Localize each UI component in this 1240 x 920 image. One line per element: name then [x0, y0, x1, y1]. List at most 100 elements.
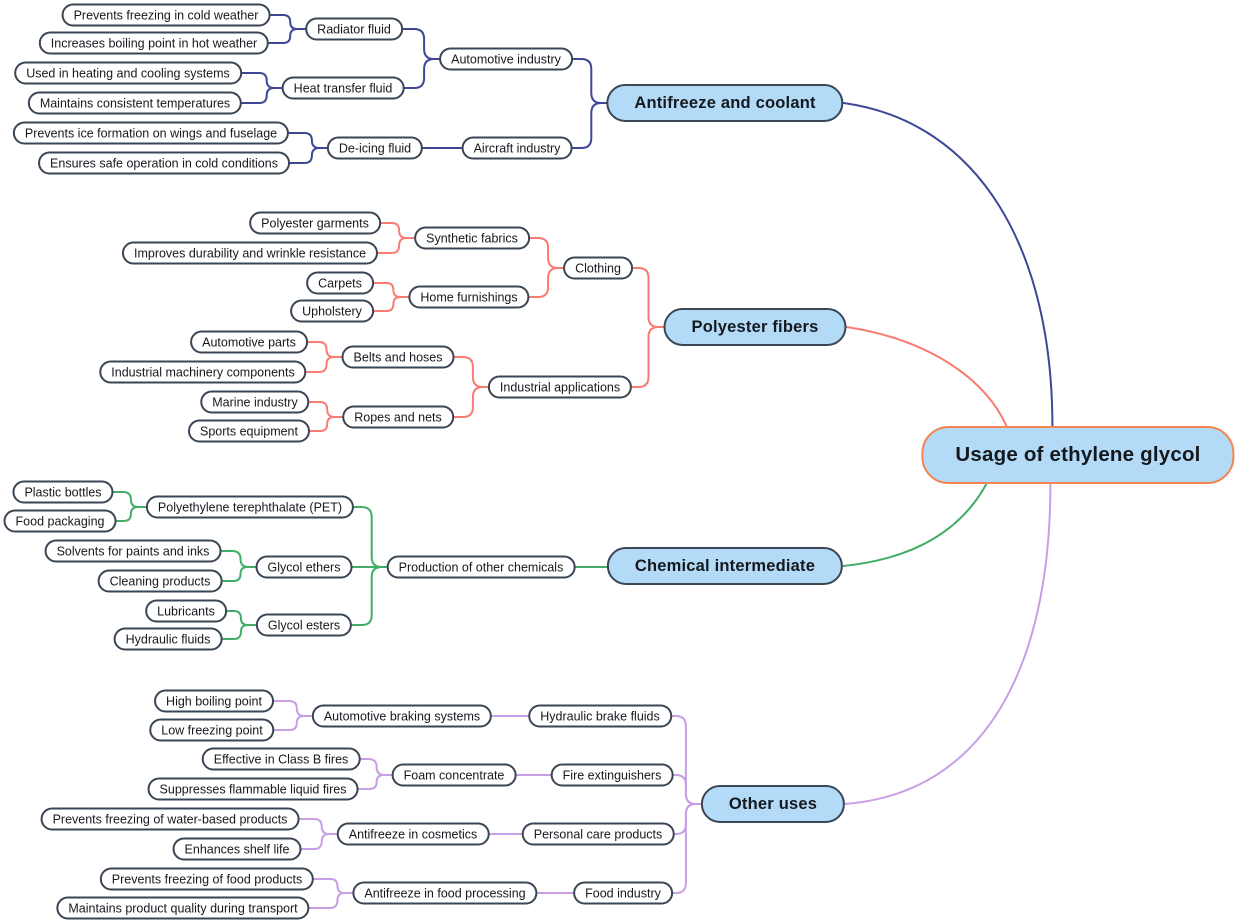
topic-automotive-parts[interactable]: Automotive parts: [190, 330, 308, 354]
topic-industrial-machinery-components[interactable]: Industrial machinery components: [99, 360, 307, 384]
connector-prevents-freezing-of-food-products-to-antifreeze-in-food-processing: [313, 878, 354, 894]
connector-plastic-bottles-to-polyethylene-terephthalate-pet: [112, 491, 147, 508]
connector-carpets-to-home-furnishings: [372, 282, 410, 298]
connector-hydraulic-fluids-to-glycol-esters: [221, 624, 257, 640]
connector-cleaning-products-to-glycol-ethers: [221, 566, 257, 582]
root-topic-usage-of-ethylene-glycol[interactable]: Usage of ethylene glycol: [921, 426, 1235, 484]
topic-hydraulic-brake-fluids[interactable]: Hydraulic brake fluids: [528, 704, 672, 728]
connector-ensures-safe-operation-in-cold-conditions-to-de-icing-fluid: [289, 147, 328, 164]
topic-prevents-freezing-of-water-based-products[interactable]: Prevents freezing of water-based product…: [40, 807, 300, 831]
connector-increases-boiling-point-in-hot-weather-to-radiator-fluid: [268, 28, 307, 44]
topic-glycol-esters[interactable]: Glycol esters: [255, 613, 353, 637]
topic-cleaning-products[interactable]: Cleaning products: [97, 569, 223, 593]
connector-synthetic-fabrics-to-clothing: [528, 237, 565, 269]
topic-improves-durability-and-wrinkle-resistance[interactable]: Improves durability and wrinkle resistan…: [121, 241, 379, 265]
topic-personal-care-products[interactable]: Personal care products: [521, 822, 675, 846]
connector-polyester-garments-to-synthetic-fabrics: [379, 222, 416, 239]
topic-de-icing-fluid[interactable]: De-icing fluid: [326, 136, 424, 160]
branch-topic-polyester-fibers[interactable]: Polyester fibers: [663, 308, 847, 346]
connector-home-furnishings-to-clothing: [528, 267, 565, 298]
topic-polyethylene-terephthalate-pet[interactable]: Polyethylene terephthalate (PET): [145, 495, 355, 519]
connector-food-packaging-to-polyethylene-terephthalate-pet: [115, 506, 147, 522]
connector-suppresses-flammable-liquid-fires-to-foam-concentrate: [357, 774, 393, 790]
connector-maintains-product-quality-during-transport-to-antifreeze-in-food-processing: [308, 892, 354, 909]
topic-foam-concentrate[interactable]: Foam concentrate: [391, 763, 517, 787]
connector-used-in-heating-and-cooling-systems-to-heat-transfer-fluid: [240, 72, 283, 89]
connector-improves-durability-and-wrinkle-resistance-to-synthetic-fabrics: [377, 237, 416, 254]
topic-fire-extinguishers[interactable]: Fire extinguishers: [550, 763, 674, 787]
topic-suppresses-flammable-liquid-fires[interactable]: Suppresses flammable liquid fires: [147, 777, 359, 801]
topic-sports-equipment[interactable]: Sports equipment: [188, 419, 310, 443]
topic-carpets[interactable]: Carpets: [306, 271, 374, 295]
topic-solvents-for-paints-and-inks[interactable]: Solvents for paints and inks: [44, 539, 222, 563]
connector-solvents-for-paints-and-inks-to-glycol-ethers: [220, 550, 257, 568]
topic-used-in-heating-and-cooling-systems[interactable]: Used in heating and cooling systems: [14, 61, 242, 85]
topic-industrial-applications[interactable]: Industrial applications: [487, 375, 633, 399]
connector-chemical-intermediate-to-root: [842, 483, 988, 567]
connector-polyester-fibers-to-root: [845, 326, 1008, 427]
connector-marine-industry-to-ropes-and-nets: [308, 401, 344, 418]
topic-low-freezing-point[interactable]: Low freezing point: [149, 718, 275, 742]
connector-prevents-ice-formation-on-wings-and-fuselage-to-de-icing-fluid: [288, 132, 328, 149]
connector-industrial-machinery-components-to-belts-and-hoses: [305, 356, 343, 373]
topic-prevents-ice-formation-on-wings-and-fuselage[interactable]: Prevents ice formation on wings and fuse…: [12, 121, 290, 145]
topic-antifreeze-in-cosmetics[interactable]: Antifreeze in cosmetics: [336, 822, 490, 846]
topic-synthetic-fabrics[interactable]: Synthetic fabrics: [414, 226, 530, 250]
connector-heat-transfer-fluid-to-automotive-industry: [403, 58, 441, 89]
topic-high-boiling-point[interactable]: High boiling point: [154, 689, 274, 713]
topic-increases-boiling-point-in-hot-weather[interactable]: Increases boiling point in hot weather: [38, 31, 270, 55]
connector-other-uses-to-root: [844, 483, 1052, 805]
connector-glycol-esters-to-production-of-other-chemicals: [351, 566, 388, 626]
branch-topic-other-uses[interactable]: Other uses: [700, 785, 846, 823]
topic-polyester-garments[interactable]: Polyester garments: [249, 211, 381, 235]
connector-enhances-shelf-life-to-antifreeze-in-cosmetics: [300, 833, 338, 850]
topic-plastic-bottles[interactable]: Plastic bottles: [12, 480, 114, 504]
connector-prevents-freezing-of-water-based-products-to-antifreeze-in-cosmetics: [298, 818, 338, 835]
topic-automotive-industry[interactable]: Automotive industry: [439, 47, 573, 71]
topic-antifreeze-in-food-processing[interactable]: Antifreeze in food processing: [352, 881, 538, 905]
connector-hydraulic-brake-fluids-to-other-uses: [670, 715, 702, 805]
topic-aircraft-industry[interactable]: Aircraft industry: [461, 136, 573, 160]
topic-clothing[interactable]: Clothing: [563, 256, 633, 280]
topic-ensures-safe-operation-in-cold-conditions[interactable]: Ensures safe operation in cold condition…: [38, 151, 290, 175]
topic-effective-in-class-b-fires[interactable]: Effective in Class B fires: [201, 747, 361, 771]
topic-lubricants[interactable]: Lubricants: [145, 599, 227, 623]
topic-food-packaging[interactable]: Food packaging: [3, 509, 117, 533]
connector-personal-care-products-to-other-uses: [673, 803, 702, 835]
connector-automotive-industry-to-antifreeze-and-coolant: [571, 58, 608, 104]
topic-production-of-other-chemicals[interactable]: Production of other chemicals: [386, 555, 576, 579]
topic-radiator-fluid[interactable]: Radiator fluid: [305, 17, 403, 41]
connector-automotive-parts-to-belts-and-hoses: [306, 341, 343, 358]
connector-radiator-fluid-to-automotive-industry: [401, 28, 441, 60]
connector-maintains-consistent-temperatures-to-heat-transfer-fluid: [241, 87, 283, 104]
topic-prevents-freezing-of-food-products[interactable]: Prevents freezing of food products: [99, 867, 315, 891]
connector-food-industry-to-other-uses: [671, 803, 702, 894]
connector-high-boiling-point-to-automotive-braking-systems: [273, 700, 313, 717]
connector-prevents-freezing-in-cold-weather-to-radiator-fluid: [269, 14, 307, 30]
branch-topic-chemical-intermediate[interactable]: Chemical intermediate: [606, 547, 844, 585]
topic-home-furnishings[interactable]: Home furnishings: [408, 285, 530, 309]
connector-aircraft-industry-to-antifreeze-and-coolant: [571, 102, 608, 149]
connector-belts-and-hoses-to-industrial-applications: [453, 356, 489, 388]
connector-antifreeze-and-coolant-to-root: [842, 102, 1054, 427]
topic-enhances-shelf-life[interactable]: Enhances shelf life: [172, 837, 302, 861]
topic-automotive-braking-systems[interactable]: Automotive braking systems: [311, 704, 493, 728]
connector-fire-extinguishers-to-other-uses: [672, 774, 702, 805]
connector-ropes-and-nets-to-industrial-applications: [452, 386, 489, 418]
topic-food-industry[interactable]: Food industry: [573, 881, 673, 905]
topic-maintains-consistent-temperatures[interactable]: Maintains consistent temperatures: [27, 91, 243, 115]
branch-topic-antifreeze-and-coolant[interactable]: Antifreeze and coolant: [606, 84, 844, 122]
topic-maintains-product-quality-during-transport[interactable]: Maintains product quality during transpo…: [56, 896, 310, 920]
topic-prevents-freezing-in-cold-weather[interactable]: Prevents freezing in cold weather: [61, 3, 271, 27]
connector-polyethylene-terephthalate-pet-to-production-of-other-chemicals: [353, 506, 388, 568]
topic-ropes-and-nets[interactable]: Ropes and nets: [342, 405, 454, 429]
topic-upholstery[interactable]: Upholstery: [290, 299, 374, 323]
connector-clothing-to-polyester-fibers: [631, 267, 665, 328]
topic-belts-and-hoses[interactable]: Belts and hoses: [341, 345, 455, 369]
topic-heat-transfer-fluid[interactable]: Heat transfer fluid: [281, 76, 405, 100]
topic-marine-industry[interactable]: Marine industry: [200, 390, 310, 414]
connector-low-freezing-point-to-automotive-braking-systems: [273, 715, 313, 731]
topic-hydraulic-fluids[interactable]: Hydraulic fluids: [113, 627, 223, 651]
topic-glycol-ethers[interactable]: Glycol ethers: [255, 555, 353, 579]
